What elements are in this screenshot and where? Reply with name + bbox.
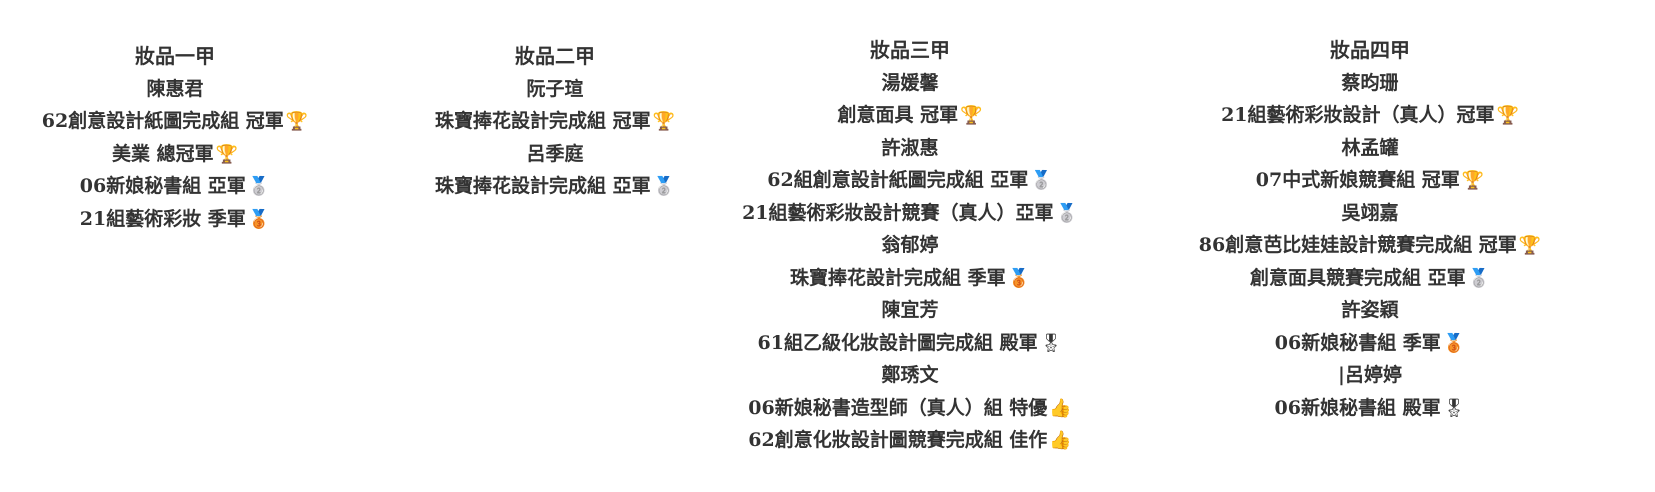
award-entry: 珠寶捧花設計完成組 季軍🥉	[789, 266, 1031, 289]
award-entry: 07中式新娘競賽組 冠軍🏆	[1255, 169, 1485, 191]
class-column-2: 妝品二甲 阮子瑄 珠寶捧花設計完成組 冠軍🏆 呂季庭 珠寶捧花設計完成組 亞軍🥈	[390, 40, 720, 203]
bronze-medal-icon: 🥉	[1007, 267, 1031, 289]
student-name: 陳宜芳	[881, 299, 939, 321]
award-entry: 21組藝術彩妝 季軍🥉	[79, 207, 271, 230]
award-entry: 珠寶捧花設計完成組 亞軍🥈	[434, 175, 676, 197]
class-title: 妝品三甲	[870, 38, 950, 62]
award-entry: 62組創意設計紙圖完成組 亞軍🥈	[767, 169, 1053, 191]
student-name: 許姿穎	[1341, 299, 1399, 321]
award-entry: 06新娘秘書組 殿軍🎖	[1274, 396, 1466, 419]
award-entry: 創意面具競賽完成組 亞軍🥈	[1249, 266, 1491, 289]
award-entry: 06新娘秘書造型師（真人）組 特優👍	[748, 396, 1072, 419]
trophy-icon: 🏆	[285, 111, 309, 132]
student-name: 許淑惠	[881, 136, 939, 159]
trophy-icon: 🏆	[1496, 105, 1519, 126]
military-medal-icon: 🎖	[1039, 332, 1063, 354]
award-entry: 62創意設計紙圖完成組 冠軍🏆	[41, 110, 309, 132]
trophy-icon: 🏆	[215, 143, 239, 165]
thumbs-up-icon: 👍	[1049, 430, 1072, 451]
silver-medal-icon: 🥈	[652, 176, 676, 197]
trophy-icon: 🏆	[1461, 170, 1485, 191]
bronze-medal-icon: 🥉	[247, 208, 271, 230]
class-column-4: 妝品四甲 蔡昀珊 21組藝術彩妝設計（真人）冠軍🏆 林孟罐 07中式新娘競賽組 …	[1160, 34, 1580, 424]
class-column-1: 妝品一甲 陳惠君 62創意設計紙圖完成組 冠軍🏆 美業 總冠軍🏆 06新娘秘書組…	[10, 40, 340, 235]
class-column-3: 妝品三甲 湯媛馨 創意面具 冠軍🏆 許淑惠 62組創意設計紙圖完成組 亞軍🥈 2…	[700, 34, 1120, 457]
student-name: 林孟罐	[1341, 136, 1399, 159]
award-entry: 06新娘秘書組 亞軍🥈	[79, 175, 271, 197]
student-name: |呂婷婷	[1338, 364, 1402, 386]
trophy-icon: 🏆	[652, 111, 676, 132]
student-name: 湯媛馨	[881, 71, 939, 94]
class-title: 妝品一甲	[135, 44, 215, 68]
class-title: 妝品二甲	[515, 44, 595, 68]
award-entry: 62創意化妝設計圖競賽完成組 佳作👍	[748, 429, 1072, 451]
military-medal-icon: 🎖	[1442, 397, 1466, 419]
student-name: 吳翊嘉	[1341, 201, 1399, 224]
student-name: 阮子瑄	[526, 77, 584, 100]
student-name: 呂季庭	[526, 142, 584, 165]
silver-medal-icon: 🥈	[1055, 202, 1078, 224]
silver-medal-icon: 🥈	[1467, 267, 1491, 289]
trophy-icon: 🏆	[1518, 235, 1542, 256]
award-entry: 21組藝術彩妝設計（真人）冠軍🏆	[1221, 104, 1519, 126]
award-entry: 美業 總冠軍🏆	[111, 142, 239, 165]
award-entry: 創意面具 冠軍🏆	[837, 104, 983, 126]
award-entry: 61組乙級化妝設計圖完成組 殿軍🎖	[757, 331, 1063, 354]
bronze-medal-icon: 🥉	[1442, 332, 1466, 354]
award-entry: 21組藝術彩妝設計競賽（真人）亞軍🥈	[742, 201, 1078, 224]
thumbs-up-icon: 👍	[1049, 397, 1072, 419]
student-name: 鄭琇文	[881, 364, 939, 386]
trophy-icon: 🏆	[960, 105, 983, 126]
silver-medal-icon: 🥈	[1030, 170, 1053, 191]
award-entry: 06新娘秘書組 季軍🥉	[1274, 331, 1466, 354]
student-name: 陳惠君	[146, 77, 204, 100]
class-title: 妝品四甲	[1330, 38, 1410, 62]
student-name: 蔡昀珊	[1341, 71, 1399, 94]
silver-medal-icon: 🥈	[247, 176, 271, 197]
award-entry: 86創意芭比娃娃設計競賽完成組 冠軍🏆	[1198, 234, 1542, 256]
student-name: 翁郁婷	[881, 234, 939, 256]
award-entry: 珠寶捧花設計完成組 冠軍🏆	[434, 110, 676, 132]
